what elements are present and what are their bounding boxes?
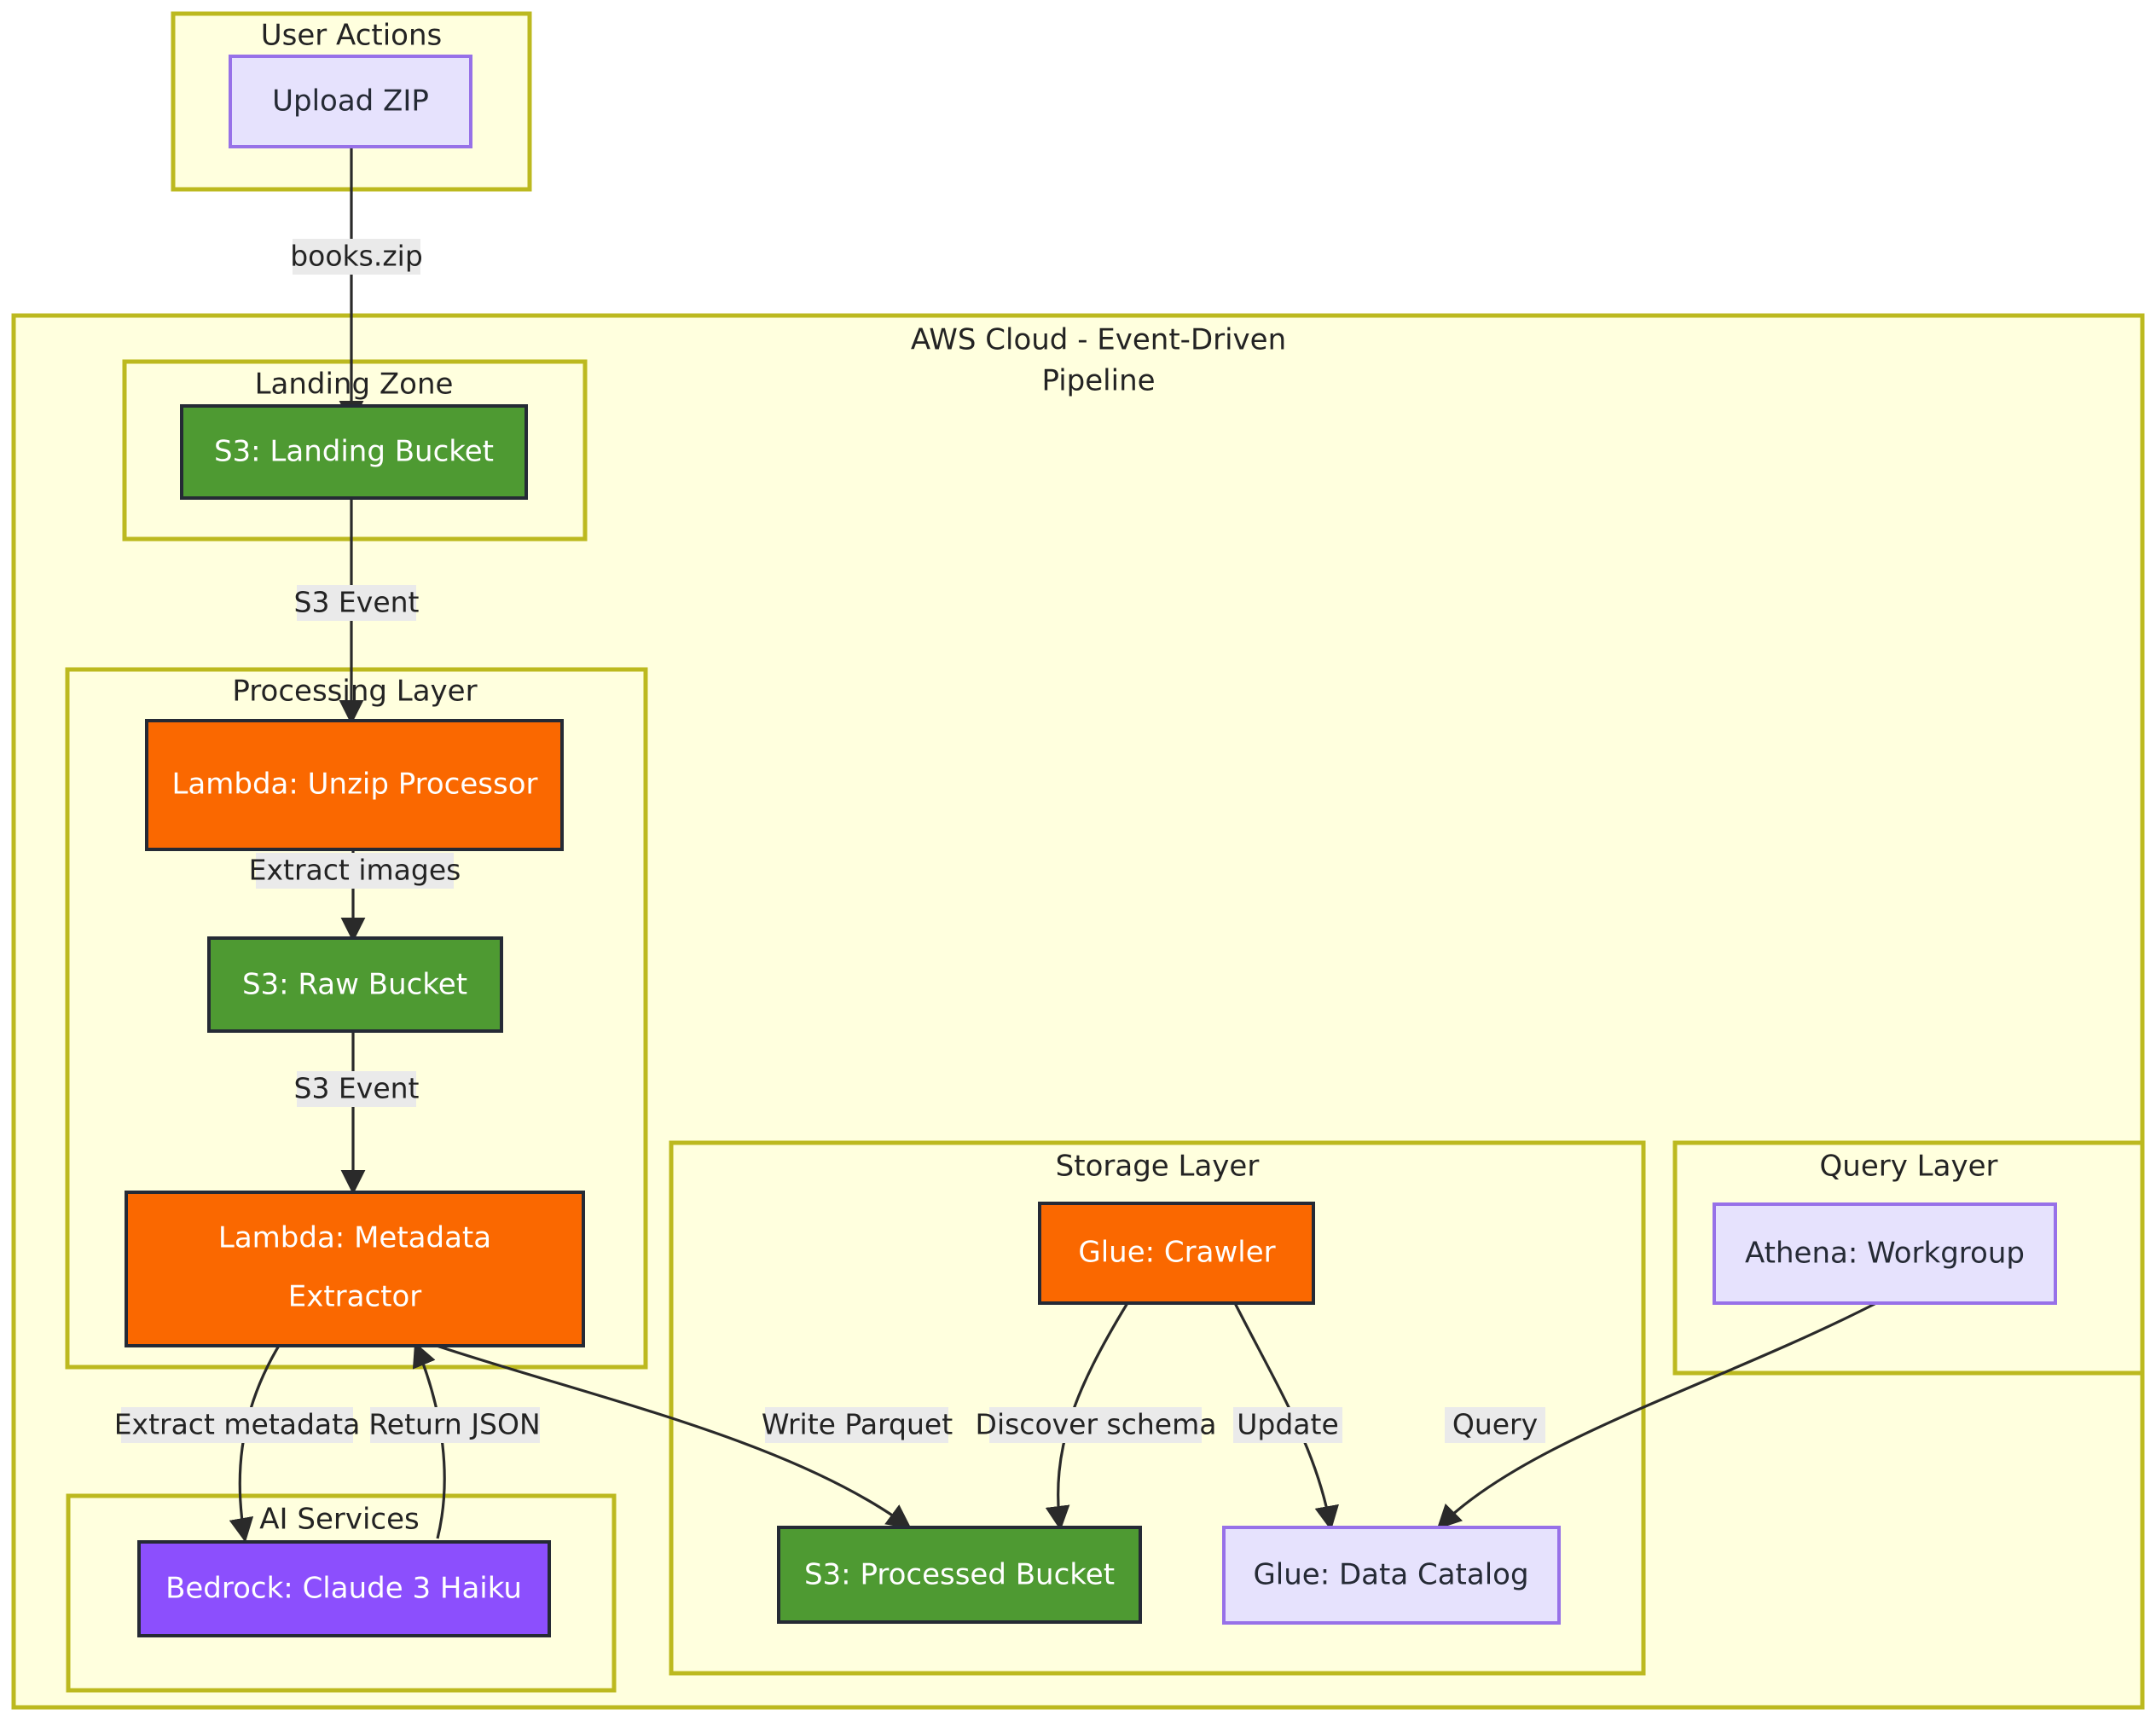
node-upload-zip[interactable]: Upload ZIP bbox=[229, 55, 472, 148]
edge-label-s3-event-1-text: S3 Event bbox=[294, 586, 420, 619]
edge-label-s3-event-2-text: S3 Event bbox=[294, 1072, 420, 1105]
node-s3-raw-bucket-label: S3: Raw Bucket bbox=[242, 968, 467, 1002]
edge-athena-to-catalog bbox=[1436, 1301, 1877, 1530]
node-lambda-unzip[interactable]: Lambda: Unzip Processor bbox=[145, 719, 564, 851]
node-glue-data-catalog-label: Glue: Data Catalog bbox=[1253, 1558, 1528, 1592]
edge-label-extract-metadata-text: Extract metadata bbox=[114, 1408, 361, 1441]
cluster-aws-cloud-label: AWS Cloud - Event-Driven bbox=[911, 323, 1286, 357]
edge-label-extract-images: Extract images bbox=[249, 853, 461, 889]
edge-label-discover-schema: Discover schema bbox=[976, 1407, 1217, 1443]
edge-label-return-json: Return JSON bbox=[368, 1407, 541, 1443]
node-lambda-metadata-label: Lambda: Metadata bbox=[218, 1221, 491, 1255]
node-glue-crawler-label: Glue: Crawler bbox=[1078, 1236, 1275, 1270]
edge-label-return-json-text: Return JSON bbox=[368, 1408, 540, 1441]
cluster-processing-layer-label: Processing Layer bbox=[232, 675, 477, 709]
node-s3-landing-bucket-label: S3: Landing Bucket bbox=[214, 435, 494, 469]
node-athena-workgroup-label: Athena: Workgroup bbox=[1745, 1237, 2025, 1271]
edge-label-write-parquet: Write Parquet bbox=[762, 1407, 953, 1443]
edge-metadata-to-processed bbox=[436, 1344, 912, 1529]
edge-label-extract-images-text: Extract images bbox=[249, 854, 461, 887]
edge-label-query-text: Query bbox=[1452, 1408, 1538, 1441]
edge-label-books-zip: books.zip bbox=[290, 239, 423, 275]
edge-label-query: Query bbox=[1445, 1407, 1545, 1443]
cluster-storage-layer-label: Storage Layer bbox=[1056, 1150, 1260, 1184]
cluster-aws-cloud-label-line2: Pipeline bbox=[1041, 364, 1155, 398]
edge-label-discover-schema-text: Discover schema bbox=[976, 1408, 1217, 1441]
node-s3-processed-bucket[interactable]: S3: Processed Bucket bbox=[777, 1526, 1142, 1624]
edge-label-write-parquet-text: Write Parquet bbox=[762, 1408, 953, 1441]
edge-label-books-zip-text: books.zip bbox=[290, 240, 423, 273]
edge-label-s3-event-1: S3 Event bbox=[294, 585, 420, 621]
node-lambda-metadata[interactable]: Lambda: Metadata Extractor bbox=[125, 1191, 585, 1347]
node-lambda-metadata-label-line2: Extractor bbox=[288, 1280, 422, 1314]
node-glue-crawler[interactable]: Glue: Crawler bbox=[1038, 1202, 1315, 1305]
node-s3-raw-bucket[interactable]: S3: Raw Bucket bbox=[207, 936, 503, 1033]
node-athena-workgroup[interactable]: Athena: Workgroup bbox=[1713, 1202, 2057, 1305]
edge-bedrock-to-metadata bbox=[412, 1341, 446, 1539]
cluster-landing-zone-label: Landing Zone bbox=[255, 368, 454, 402]
node-glue-data-catalog[interactable]: Glue: Data Catalog bbox=[1222, 1526, 1561, 1625]
edge-label-s3-event-2: S3 Event bbox=[294, 1071, 420, 1107]
node-lambda-unzip-label: Lambda: Unzip Processor bbox=[171, 768, 537, 802]
edge-label-extract-metadata: Extract metadata bbox=[114, 1407, 361, 1443]
edge-label-update-text: Update bbox=[1237, 1408, 1339, 1441]
node-bedrock-claude-label: Bedrock: Claude 3 Haiku bbox=[165, 1572, 522, 1606]
node-s3-processed-bucket-label: S3: Processed Bucket bbox=[804, 1558, 1115, 1592]
edge-label-update: Update bbox=[1233, 1407, 1342, 1443]
cluster-user-actions-label: User Actions bbox=[261, 19, 443, 53]
node-upload-zip-label: Upload ZIP bbox=[272, 84, 429, 119]
edge-metadata-to-bedrock bbox=[229, 1341, 283, 1543]
node-bedrock-claude[interactable]: Bedrock: Claude 3 Haiku bbox=[137, 1540, 551, 1637]
cluster-query-layer-label: Query Layer bbox=[1820, 1150, 1998, 1184]
node-s3-landing-bucket[interactable]: S3: Landing Bucket bbox=[180, 404, 528, 500]
cluster-ai-services-label: AI Services bbox=[259, 1503, 419, 1537]
